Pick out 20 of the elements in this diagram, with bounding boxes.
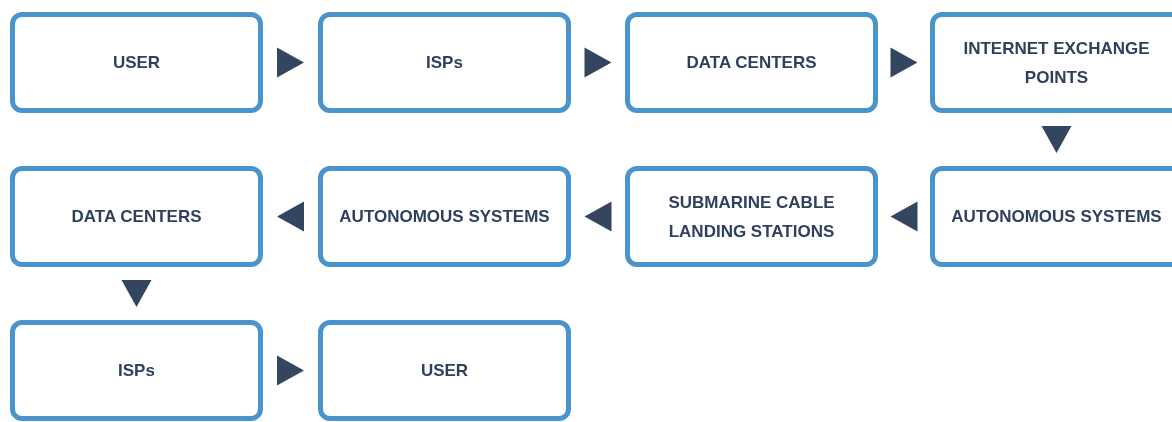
box-label: ISPs [426, 52, 463, 74]
process-box [318, 12, 571, 113]
process-box [625, 166, 878, 267]
process-box [10, 166, 263, 267]
box-label: INTERNET EXCHANGE POINTS [962, 37, 1151, 89]
box-label: USER [112, 52, 161, 74]
process-box [930, 166, 1172, 267]
process-box [625, 12, 878, 113]
box-label: ISPs [118, 360, 155, 382]
box-label: SUBMARINE CABLE LANDING STATIONS [667, 191, 836, 243]
process-box [318, 320, 571, 421]
process-box [318, 166, 571, 267]
box-label: USER [420, 360, 469, 382]
process-box [10, 12, 263, 113]
process-box [10, 320, 263, 421]
box-label: DATA CENTERS [71, 206, 202, 228]
box-label: AUTONOMOUS SYSTEMS [339, 206, 550, 228]
process-box [930, 12, 1172, 113]
box-label: AUTONOMOUS SYSTEMS [951, 206, 1162, 228]
box-label: DATA CENTERS [686, 52, 817, 74]
